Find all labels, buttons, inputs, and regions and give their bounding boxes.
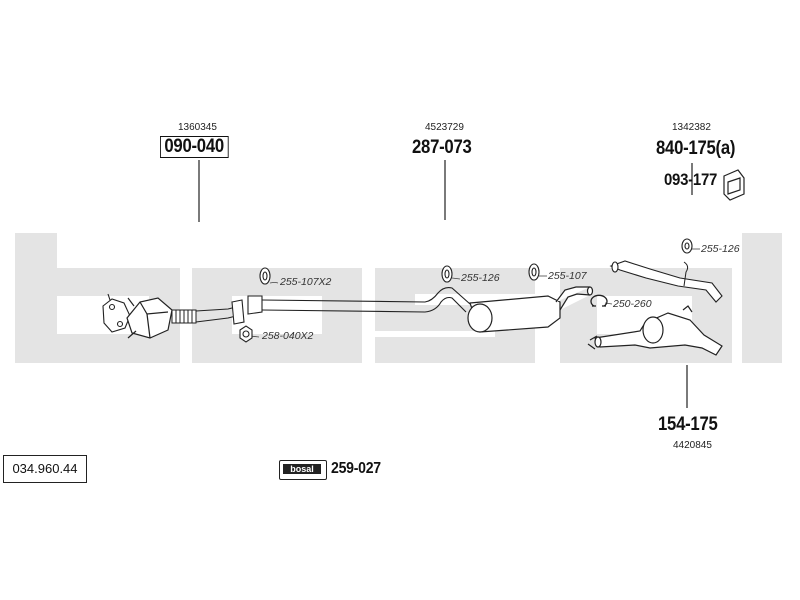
part-number-rear-silencer[interactable]: 154-175	[658, 414, 718, 435]
flex-pipe	[171, 309, 197, 324]
hanger-ring-front	[259, 267, 271, 285]
part-number-bracket-sub[interactable]: 093-177	[664, 170, 718, 189]
bosal-watermark	[15, 233, 782, 363]
hex-nut	[239, 325, 253, 343]
mounting-bracket	[723, 169, 745, 201]
ref-number-middle: 4523729	[425, 122, 464, 133]
bosal-logo: bosal	[283, 464, 321, 474]
part-number-middle[interactable]: 287-073	[412, 137, 472, 158]
ref-number-rear-bracket: 1342382	[672, 122, 711, 133]
label-hanger-rear[interactable]: 255-126	[701, 243, 740, 255]
hanger-ring-rear-mid	[528, 263, 540, 281]
ref-number-rear-silencer: 4420845	[673, 440, 712, 451]
label-hanger-front[interactable]: 255-107X2	[280, 276, 332, 288]
hanger-ring-rear	[681, 238, 693, 254]
label-hanger-middle[interactable]: 255-126	[461, 272, 500, 284]
clamp	[590, 294, 608, 307]
hanger-ring-middle	[441, 265, 453, 283]
part-number-catalyst[interactable]: 090-040	[160, 136, 229, 158]
catalytic-converter	[126, 297, 173, 339]
label-clamp[interactable]: 250-260	[613, 298, 652, 310]
part-number-rear-bracket[interactable]: 840-175(a)	[656, 138, 736, 159]
manifold-flange	[102, 293, 131, 333]
ref-number-catalyst: 1360345	[178, 122, 217, 133]
part-number-mounting-kit[interactable]: 259-027	[331, 460, 381, 477]
catalog-number: 034.960.44	[3, 455, 87, 483]
middle-pipe	[261, 287, 471, 313]
label-hanger-rear-mid[interactable]: 255-107	[548, 270, 587, 282]
pipe-flange	[231, 295, 263, 325]
rear-silencer-drawing	[587, 305, 723, 356]
middle-silencer	[467, 286, 594, 333]
label-nut-front[interactable]: 258-040X2	[262, 330, 314, 342]
rear-tail-pipe	[609, 260, 723, 303]
bosal-logo-box: bosal	[279, 460, 327, 480]
